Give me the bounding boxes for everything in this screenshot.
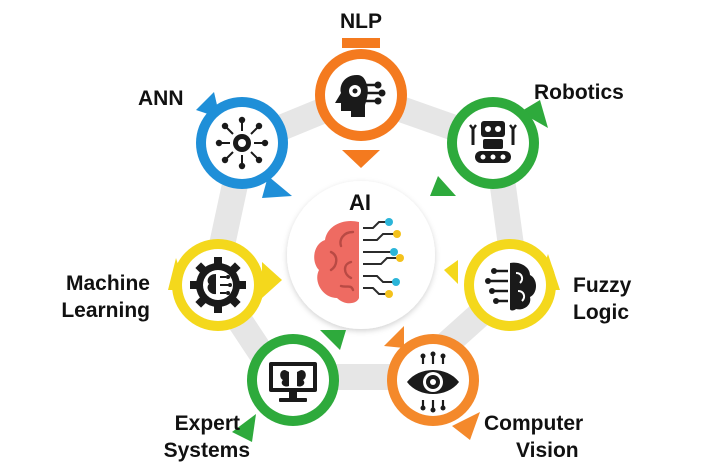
label-ann: ANN [138,85,184,112]
node-ann [196,92,292,198]
center-title: AI [349,190,371,215]
label-line: Expert [174,412,240,435]
label-line: ANN [138,87,184,110]
head-circuit-icon [335,75,386,117]
label-line: Logic [573,301,629,324]
gear-brain-icon [190,257,246,313]
node-robotics [430,97,548,196]
label-robotics: Robotics [534,79,624,106]
eye-icon [407,351,459,413]
label-line: Systems [163,439,250,462]
center-brain-icon [314,218,404,304]
robot-icon [469,121,517,163]
label-line: Fuzzy [573,274,632,297]
label-line: NLP [340,10,382,33]
label-line: Robotics [534,81,624,104]
brain-circuit-icon [485,262,536,311]
node-nlp [315,38,407,168]
label-nlp: NLP [330,8,392,35]
node-machine-learning [168,239,282,331]
label-machine-learning: Machine Learning [40,270,150,324]
label-line: Machine [65,272,150,295]
label-line: Learning [61,299,150,322]
node-expert-systems [232,330,346,442]
label-computer-vision: Computer Vision [484,410,583,464]
label-expert-systems: Expert Systems [150,410,250,464]
monitor-brain-icon [269,362,317,402]
label-line: Vision [516,439,579,462]
label-line: Computer [484,412,584,435]
network-gear-icon [215,116,269,170]
node-fuzzy-logic [444,239,560,331]
node-computer-vision [384,326,480,440]
label-fuzzy-logic: Fuzzy Logic [573,272,631,326]
